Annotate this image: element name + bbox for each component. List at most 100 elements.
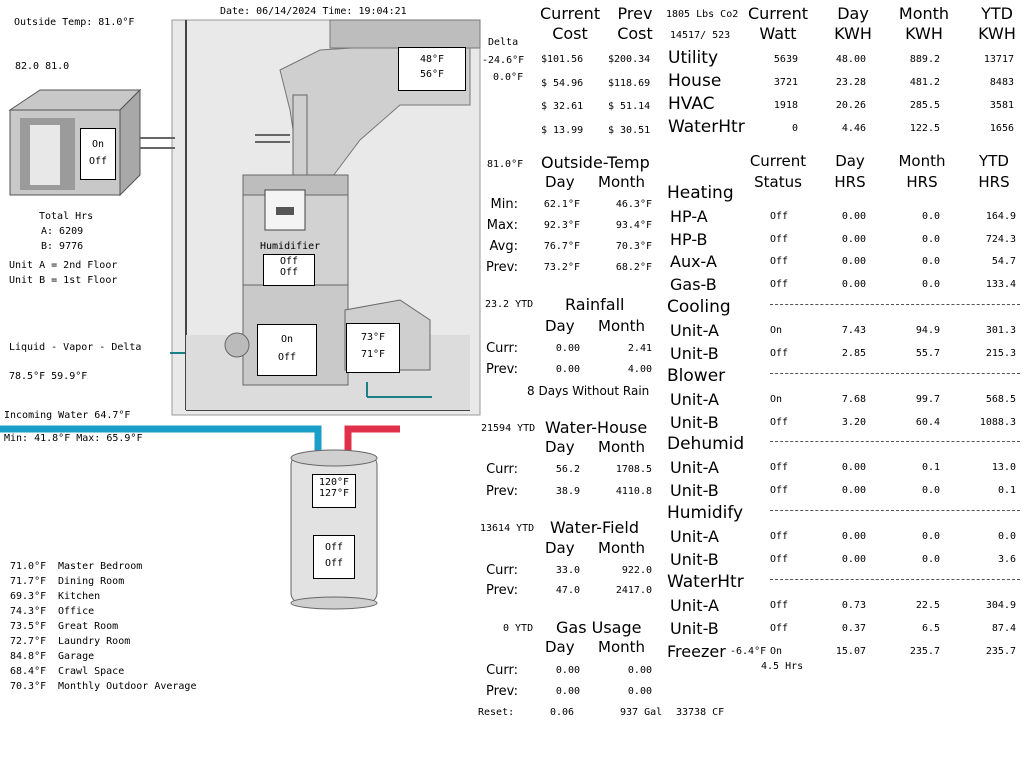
energy-watt-value: 0 <box>791 123 798 134</box>
energy-day-value: 4.46 <box>841 123 866 134</box>
status-row-month: 22.5 <box>915 600 940 611</box>
energy-row-label: WaterHtr <box>668 117 745 137</box>
status-row-month: 0.0 <box>921 553 940 565</box>
otemp-day-value: 62.1°F <box>543 199 580 210</box>
gasrows-day-header: Day <box>545 638 575 656</box>
otemp-month-value: 46.3°F <box>615 199 652 210</box>
wh-month-header: Month <box>598 438 646 456</box>
group-divider <box>770 441 1020 442</box>
status-row-label: Unit-A <box>670 321 719 340</box>
status-row-day: 2.85 <box>841 347 866 359</box>
room-name: Great Room <box>58 621 119 632</box>
cost-prev-value: $ 51.14 <box>608 101 651 112</box>
freezer-label: Freezer <box>667 642 726 661</box>
energy-watt-value: 5639 <box>773 54 798 65</box>
freezer-temp: -6.4°F <box>730 646 767 657</box>
energy-watt-header: Current Watt <box>746 4 810 44</box>
status-row-month: 0.0 <box>921 233 940 245</box>
status-current-header: Current Status <box>746 151 810 193</box>
rain-day-value: 0.00 <box>555 343 580 354</box>
freezer-status: On <box>770 646 783 657</box>
incoming-water-pipe <box>0 425 322 458</box>
status-group-title: Heating <box>667 183 734 203</box>
outside-temp-readout: Outside Temp: 81.0°F <box>14 17 135 28</box>
wf-day-value: 47.0 <box>555 585 580 596</box>
room-temp: 72.7°F <box>10 636 47 647</box>
water-field-title: Water-Field <box>550 518 639 537</box>
supply-temp-2: 56°F <box>419 69 445 80</box>
status-row-ytd: 1088.3 <box>979 416 1016 428</box>
status-row-day: 7.68 <box>841 394 866 405</box>
status-row-ytd: 301.3 <box>985 325 1016 336</box>
energy-watt-value: 3721 <box>773 77 798 88</box>
status-row-label: Unit-A <box>670 390 719 409</box>
status-row-state: Off <box>770 622 789 634</box>
return-temp-2: 71°F <box>360 349 386 360</box>
supply-temp-box: 48°F 56°F <box>398 47 466 91</box>
group-divider <box>770 373 1020 374</box>
cost-prev-header-2: Cost <box>617 24 653 43</box>
room-name: Kitchen <box>58 591 101 602</box>
room-name: Garage <box>58 651 95 662</box>
total-hrs-b: B: 9776 <box>41 241 84 252</box>
status-day-header-1: Day <box>835 152 865 170</box>
status-ytd-header-2: HRS <box>978 173 1010 191</box>
status-row-month: 0.0 <box>921 531 940 542</box>
status-month-header-1: Month <box>898 152 946 170</box>
wf-month-header: Month <box>598 539 646 557</box>
status-group-title: WaterHtr <box>667 572 744 592</box>
refrigerant-label: Liquid - Vapor - Delta <box>9 342 142 353</box>
status-row-label: Gas-B <box>670 274 717 294</box>
status-row-day: 0.00 <box>841 531 866 542</box>
freezer-hours: 4.5 Hrs <box>761 661 804 672</box>
humidifier-status-1: Off <box>279 256 299 267</box>
energy-row-label: HVAC <box>668 94 715 114</box>
wf-day-header: Day <box>545 539 575 557</box>
energy-row-label: Utility <box>668 48 719 68</box>
status-row-day: 0.73 <box>841 600 866 611</box>
energy-ytd-value: 8483 <box>989 77 1014 88</box>
status-row-state: Off <box>770 600 789 611</box>
total-hrs-a: A: 6209 <box>41 226 84 237</box>
wf-row-label: Prev: <box>485 583 518 598</box>
room-temp: 71.0°F <box>10 561 47 572</box>
otemp-day-value: 92.3°F <box>543 220 580 231</box>
room-temp: 74.3°F <box>10 606 47 617</box>
room-name: Monthly Outdoor Average <box>58 681 197 692</box>
return-temp-box: 73°F 71°F <box>346 323 400 373</box>
gasrows-month-value: 0.00 <box>627 686 652 697</box>
status-row-month: 99.7 <box>915 394 940 405</box>
otemp-day-value: 73.2°F <box>543 262 580 273</box>
room-name: Master Bedroom <box>58 561 143 572</box>
status-row-label: Unit-B <box>670 618 719 638</box>
energy-day-value: 23.28 <box>835 77 866 88</box>
wf-month-value: 922.0 <box>621 565 652 576</box>
status-row-ytd: 13.0 <box>991 462 1016 473</box>
energy-watt-header-1: Current <box>747 4 809 23</box>
condenser-top <box>8 89 142 111</box>
delta-value-1: -24.6°F <box>482 55 525 66</box>
co2-readout: 1805 Lbs Co2 <box>666 9 739 20</box>
status-row-label: Unit-B <box>670 549 719 569</box>
water-heater-status-box: Off Off <box>313 535 355 579</box>
room-temp: 84.8°F <box>10 651 47 662</box>
room-name: Dining Room <box>58 576 125 587</box>
status-row-state: Off <box>770 531 789 542</box>
energy-day-header: Day KWH <box>830 4 876 44</box>
gasrows-row-label: Curr: <box>486 663 518 678</box>
cost-current-value: $ 13.99 <box>541 124 584 136</box>
status-group-title: Cooling <box>667 297 731 317</box>
status-row-day: 3.20 <box>841 416 866 428</box>
flue-pipe <box>292 94 308 176</box>
status-row-label: HP-B <box>670 229 708 249</box>
room-temp: 73.5°F <box>10 621 47 632</box>
status-group-title: Dehumid <box>667 434 745 454</box>
supply-temp-1: 48°F <box>419 54 445 65</box>
status-row-ytd: 164.9 <box>985 211 1016 222</box>
status-row-ytd: 568.5 <box>985 394 1016 405</box>
gasrows-day-value: 0.00 <box>555 686 580 697</box>
group-divider <box>770 510 1020 511</box>
status-row-month: 0.0 <box>921 256 940 267</box>
energy-ytd-value: 13717 <box>983 54 1014 65</box>
energy-month-value: 481.2 <box>909 77 940 88</box>
